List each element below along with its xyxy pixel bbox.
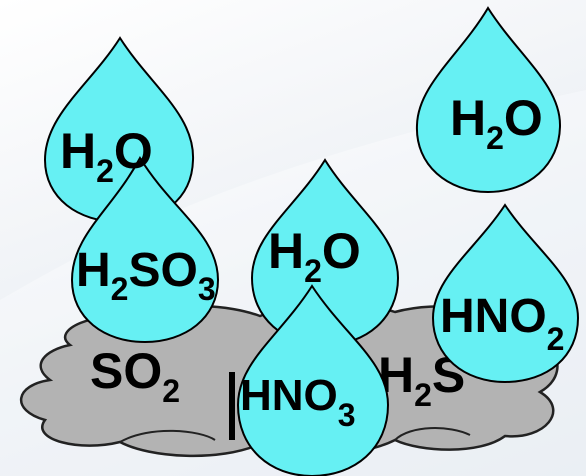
hno2-label: HNO2	[440, 290, 564, 357]
h2so3-label: H2SO3	[76, 244, 216, 307]
h2o-label: H2O	[60, 123, 153, 189]
cloud-fold-line	[119, 429, 216, 443]
h2o-label: H2O	[450, 90, 543, 156]
so2-label: SO2	[90, 343, 180, 409]
droplet-shape	[431, 203, 580, 384]
hno3-label: HNO3	[240, 371, 356, 433]
droplet-hno2	[431, 203, 580, 384]
droplet-shape	[236, 284, 390, 476]
droplet-shape	[415, 6, 562, 194]
cloud-fold-line	[394, 427, 471, 441]
h2o-label: H2O	[268, 223, 361, 289]
droplet-hno3	[236, 284, 390, 476]
droplet-shape	[70, 155, 220, 344]
droplet-h2so3	[70, 155, 220, 344]
droplet-h2o-top-right	[415, 6, 562, 194]
